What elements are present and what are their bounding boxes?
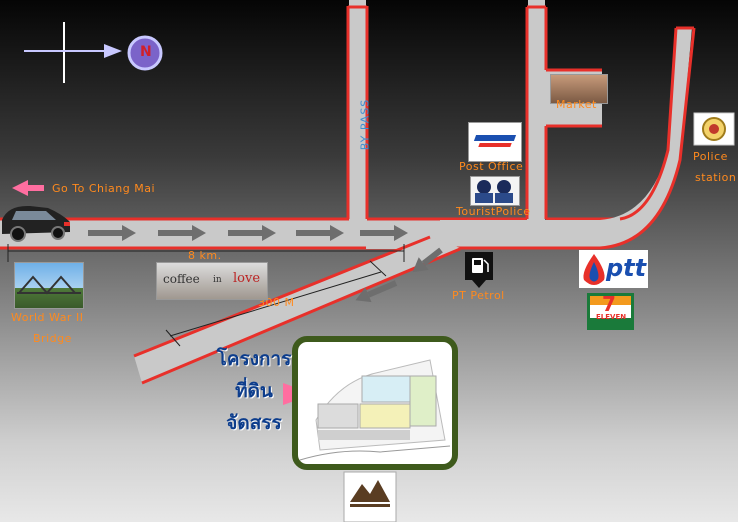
chiang-mai-direction: Go To Chiang Mai bbox=[52, 182, 156, 195]
ptt-logo bbox=[579, 250, 648, 288]
bridge-photo bbox=[14, 262, 84, 309]
compass-rose bbox=[24, 22, 163, 83]
left-arrow-icon bbox=[12, 180, 44, 196]
distance-8km-label: 8 km. bbox=[188, 249, 222, 262]
pt-petrol-label: PT Petrol bbox=[452, 289, 505, 302]
distance-300m-line bbox=[165, 260, 387, 347]
coffee-in-love-sign: coffee in love bbox=[156, 262, 268, 300]
police-station-label-line2: station bbox=[695, 171, 737, 184]
bypass-road bbox=[346, 0, 369, 225]
north-label: N bbox=[140, 44, 153, 60]
cafe-sign-text1: coffee bbox=[163, 272, 200, 286]
market-road bbox=[525, 0, 602, 225]
curve-road-east bbox=[440, 26, 696, 250]
project-title-line2: ที่ดิน bbox=[235, 380, 273, 402]
seven-eleven-logo bbox=[587, 293, 634, 330]
seven-eleven-number: 7 bbox=[602, 292, 616, 316]
market-label: Market bbox=[556, 98, 597, 111]
police-emblem-icon bbox=[693, 112, 735, 146]
project-plan-frame bbox=[292, 336, 458, 470]
tourist-police-image bbox=[470, 176, 520, 206]
post-office-label: Post Office bbox=[459, 160, 524, 173]
bridge-label-line2: Bridge bbox=[33, 332, 72, 345]
distance-8km-line bbox=[7, 244, 405, 262]
bypass-road-label: BY PASS bbox=[358, 98, 372, 151]
post-office-logo bbox=[468, 122, 522, 162]
cafe-sign-text2: in bbox=[213, 275, 222, 285]
seven-eleven-text: ELEVEN bbox=[596, 313, 627, 321]
ptt-logo-text: ptt bbox=[606, 254, 647, 282]
project-title-line1: โครงการ bbox=[216, 348, 292, 370]
road-arrows bbox=[88, 225, 443, 303]
cafe-sign-text3: love bbox=[233, 271, 261, 286]
police-station-label-line1: Police bbox=[693, 150, 728, 163]
tourist-police-label: TouristPolice bbox=[456, 205, 531, 218]
car-icon bbox=[2, 205, 70, 242]
project-logo bbox=[343, 471, 397, 522]
project-title-line3: จัดสรร bbox=[226, 412, 282, 434]
pt-petrol-icon bbox=[465, 252, 493, 288]
market-photo bbox=[550, 74, 608, 104]
bridge-label-line1: World War II bbox=[11, 311, 84, 324]
